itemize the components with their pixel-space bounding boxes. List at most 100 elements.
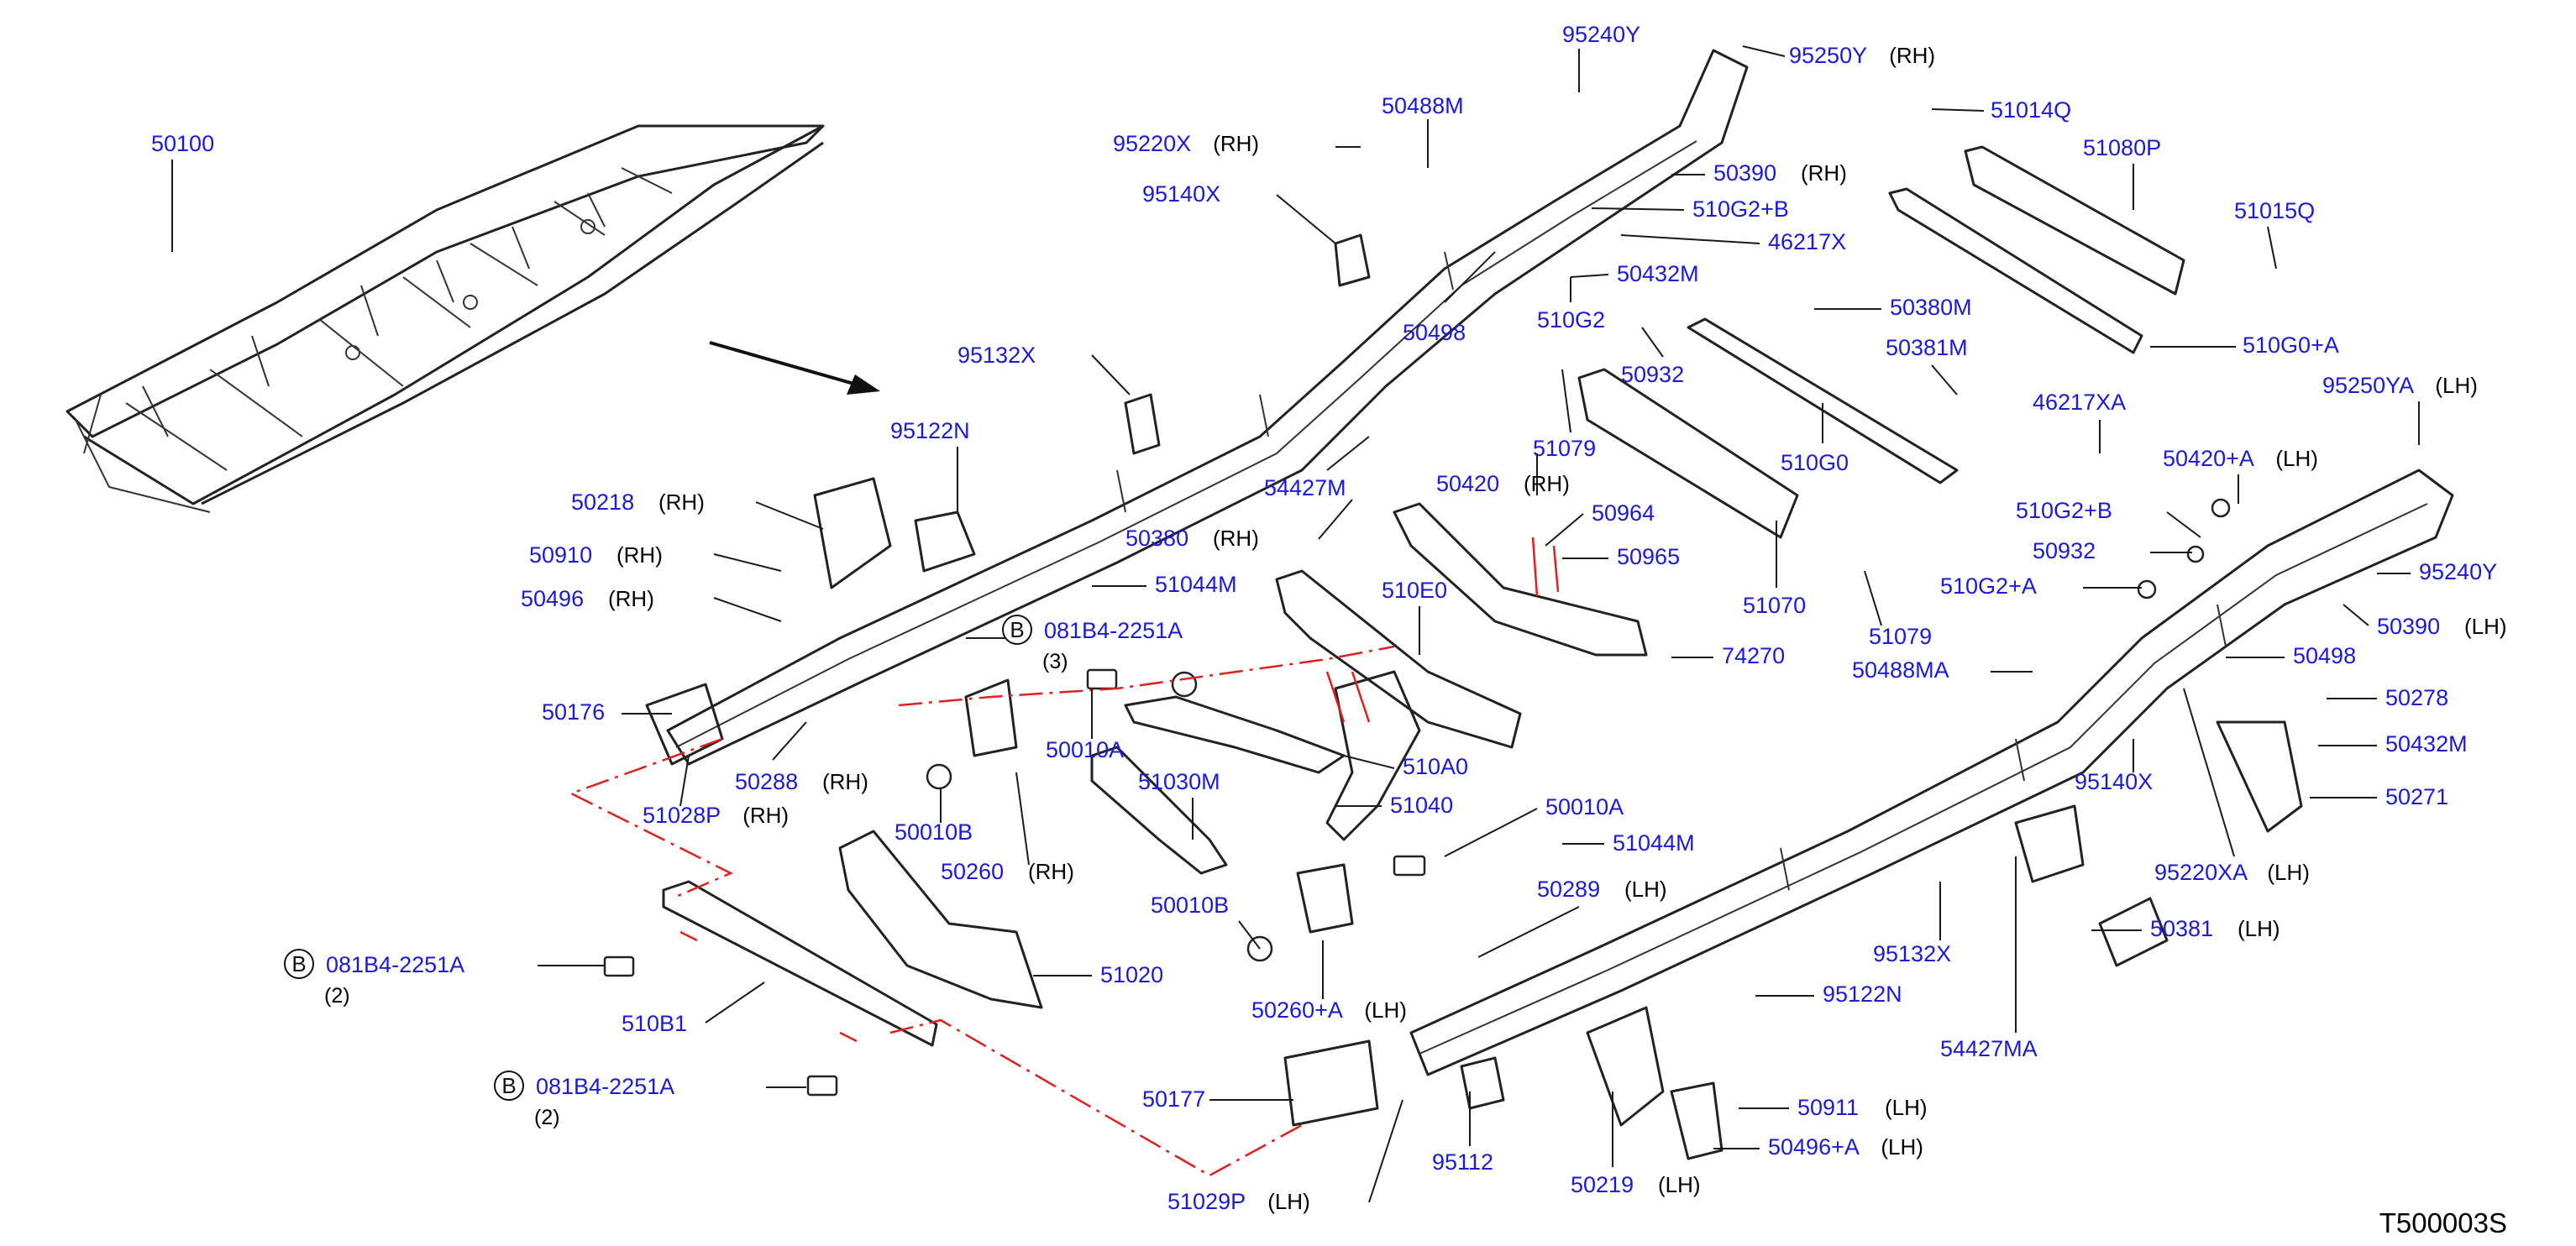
part-number[interactable]: 95220X — [1113, 131, 1191, 156]
part-number[interactable]: 50910 — [529, 542, 592, 568]
part-number[interactable]: 50176 — [542, 699, 605, 725]
part-number[interactable]: 50010B — [1151, 893, 1229, 918]
leader-line — [1641, 327, 1664, 358]
part-number[interactable]: 50218 — [571, 490, 634, 515]
callout-c510G2B: 510G2+B — [1591, 196, 1789, 222]
part-number[interactable]: 50932 — [1621, 362, 1684, 387]
part-number[interactable]: 51028P — [643, 803, 721, 828]
part-number[interactable]: 51080P — [2083, 135, 2161, 160]
part-number[interactable]: 51040 — [1390, 793, 1453, 818]
callout-c51028P: 51028P(RH) — [643, 755, 789, 828]
part-number[interactable]: 95112 — [1432, 1149, 1493, 1175]
part-number[interactable]: 50260+A — [1251, 997, 1343, 1023]
part-number[interactable]: 50911 — [1797, 1095, 1859, 1120]
callout-c50932b: 50932 — [2033, 538, 2192, 563]
part-number[interactable]: 95132X — [957, 343, 1036, 368]
part-number[interactable]: 50932 — [2033, 538, 2096, 563]
part-number[interactable]: 95250Y — [1789, 43, 1867, 68]
part-number[interactable]: 51070 — [1743, 593, 1806, 618]
side-qualifier: (LH) — [2435, 373, 2478, 398]
callout-c50432Ma: 50432M — [2318, 731, 2468, 756]
part-number[interactable]: 95122N — [890, 418, 970, 443]
part-number[interactable]: 46217XA — [2033, 390, 2126, 415]
leader-line — [2166, 511, 2201, 538]
part-number[interactable]: 46217X — [1768, 229, 1846, 254]
part-number[interactable]: 95122N — [1823, 982, 1902, 1007]
part-number[interactable]: 081B4-2251A — [1044, 618, 1183, 643]
part-number[interactable]: 510G2+B — [2016, 498, 2112, 523]
part-number[interactable]: 081B4-2251A — [326, 952, 464, 977]
part-number[interactable]: 50177 — [1142, 1086, 1205, 1112]
part-number[interactable]: 50100 — [151, 131, 214, 156]
part-number[interactable]: 50488MA — [1852, 657, 1949, 683]
direction-arrow-icon — [709, 341, 880, 395]
part-number[interactable]: 50010A — [1545, 794, 1624, 819]
part-number[interactable]: 54427M — [1264, 475, 1346, 500]
part-number[interactable]: 510G2+A — [1940, 573, 2037, 599]
part-number[interactable]: 50496 — [521, 586, 584, 611]
part-number[interactable]: 50380 — [1125, 526, 1188, 551]
part-number[interactable]: 50010A — [1046, 737, 1124, 762]
part-number[interactable]: 50496+A — [1768, 1134, 1860, 1160]
part-number[interactable]: 510E0 — [1382, 578, 1447, 603]
part-number[interactable]: 95250YA — [2322, 373, 2414, 398]
part-number[interactable]: 74270 — [1722, 643, 1785, 668]
part-number[interactable]: 95220XA — [2154, 860, 2248, 885]
part-number[interactable]: 510G2 — [1537, 307, 1605, 332]
part-number[interactable]: 50432M — [2385, 731, 2468, 756]
part-number[interactable]: 50390 — [1713, 160, 1776, 186]
callout-c510G2A: 510G2+A — [1940, 573, 2142, 599]
part-number[interactable]: 51044M — [1155, 572, 1237, 597]
part-number[interactable]: 51044M — [1613, 830, 1695, 856]
callout-c50488M: 50488M — [1382, 93, 1464, 168]
part-number[interactable]: 50390 — [2377, 614, 2440, 639]
callout-c50010A: 50010A — [1046, 688, 1124, 762]
part-number[interactable]: 510G2+B — [1692, 196, 1789, 222]
part-number[interactable]: 50498 — [2293, 643, 2356, 668]
part-number[interactable]: 510G0+A — [2243, 332, 2339, 358]
part-number[interactable]: 51079 — [1533, 436, 1596, 461]
part-number[interactable]: 50219 — [1571, 1172, 1634, 1197]
side-qualifier: (RH) — [822, 769, 868, 794]
part-number[interactable]: 50498 — [1403, 320, 1466, 345]
part-number[interactable]: 50381M — [1886, 335, 1968, 360]
part-number[interactable]: 50420+A — [2163, 446, 2254, 471]
part-number[interactable]: 95240Y — [1562, 22, 1640, 47]
part-number[interactable]: 95132X — [1873, 941, 1951, 966]
part-number[interactable]: 54427MA — [1940, 1036, 2038, 1061]
part-number[interactable]: 50488M — [1382, 93, 1464, 118]
part-number[interactable]: 50420 — [1436, 471, 1499, 496]
side-qualifier: (RH) — [1213, 131, 1259, 156]
part-number[interactable]: 510A0 — [1403, 754, 1468, 779]
part-number[interactable]: 50260 — [941, 859, 1004, 884]
part-number[interactable]: 51029P — [1167, 1189, 1246, 1214]
part-number[interactable]: 50380M — [1890, 295, 1972, 320]
part-number[interactable]: 51079 — [1869, 624, 1932, 649]
part-number[interactable]: 51030M — [1138, 769, 1220, 794]
callout-c50271: 50271 — [2310, 784, 2448, 809]
side-qualifier: (LH) — [1267, 1189, 1310, 1214]
part-number[interactable]: 50289 — [1537, 877, 1600, 902]
part-number[interactable]: 95140X — [2075, 769, 2153, 794]
part-number[interactable]: 50278 — [2385, 685, 2448, 710]
part-number[interactable]: 510B1 — [622, 1011, 687, 1036]
part-number[interactable]: 081B4-2251A — [536, 1074, 674, 1099]
side-qualifier: (LH) — [2267, 860, 2310, 885]
part-number[interactable]: 95240Y — [2419, 559, 2497, 584]
part-number[interactable]: 50288 — [735, 769, 798, 794]
part-number[interactable]: 50381 — [2150, 916, 2213, 941]
part-number[interactable]: 50010B — [895, 819, 973, 845]
callout-c95240Y: 95240Y — [1562, 22, 1640, 92]
part-number[interactable]: 50965 — [1617, 544, 1680, 569]
circled-b-letter: B — [1010, 617, 1024, 642]
part-number[interactable]: 95140X — [1142, 181, 1220, 207]
part-number[interactable]: 51015Q — [2234, 198, 2315, 223]
part-number[interactable]: 51014Q — [1991, 97, 2071, 123]
part-number[interactable]: 50432M — [1617, 261, 1699, 286]
part-number[interactable]: 50964 — [1592, 500, 1655, 526]
part-number[interactable]: 50271 — [2385, 784, 2448, 809]
part-number[interactable]: 51020 — [1100, 962, 1163, 987]
side-qualifier: (LH) — [1881, 1134, 1923, 1160]
part-number[interactable]: 510G0 — [1781, 450, 1849, 475]
